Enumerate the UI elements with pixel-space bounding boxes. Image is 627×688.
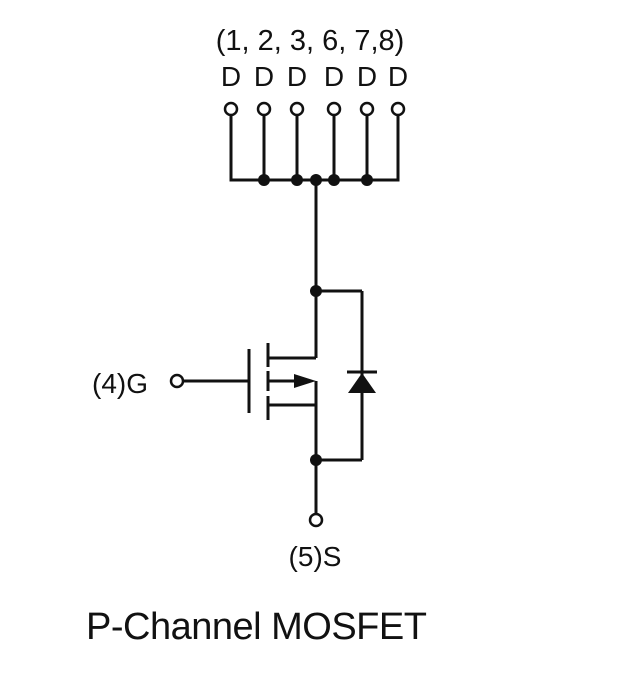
channel-arrow-icon (294, 374, 316, 388)
drain-label: D (287, 61, 307, 92)
drain-terminal (289, 101, 305, 117)
drain-label: D (388, 61, 408, 92)
drain-label: D (254, 61, 274, 92)
drain-label: D (324, 61, 344, 92)
drain-label: D (221, 61, 241, 92)
source-terminal (308, 512, 324, 528)
drain-label: D (357, 61, 377, 92)
bus-junctions (258, 174, 373, 186)
mosfet-body (184, 343, 322, 513)
drain-labels: D D D D D D (221, 61, 408, 92)
gate-label: (4)G (92, 368, 148, 399)
drain-terminal (390, 101, 406, 117)
drain-terminal (256, 101, 272, 117)
drain-pins-header: (1, 2, 3, 6, 7,8) (216, 25, 405, 57)
gate-terminal (169, 373, 185, 389)
junction-dot (361, 174, 373, 186)
junction-dot (258, 174, 270, 186)
drain-pin-wires (229, 116, 400, 182)
junction-dot (328, 174, 340, 186)
source-junction-dot (310, 454, 322, 466)
source-label: (5)S (289, 541, 342, 572)
drain-terminal (326, 101, 342, 117)
drain-terminal (223, 101, 239, 117)
drain-terminal (359, 101, 375, 117)
body-diode (316, 289, 377, 462)
diode-triangle-icon (348, 373, 376, 393)
diagram-title: P-Channel MOSFET (86, 606, 427, 648)
drain-terminals (223, 101, 406, 117)
junction-dot (291, 174, 303, 186)
